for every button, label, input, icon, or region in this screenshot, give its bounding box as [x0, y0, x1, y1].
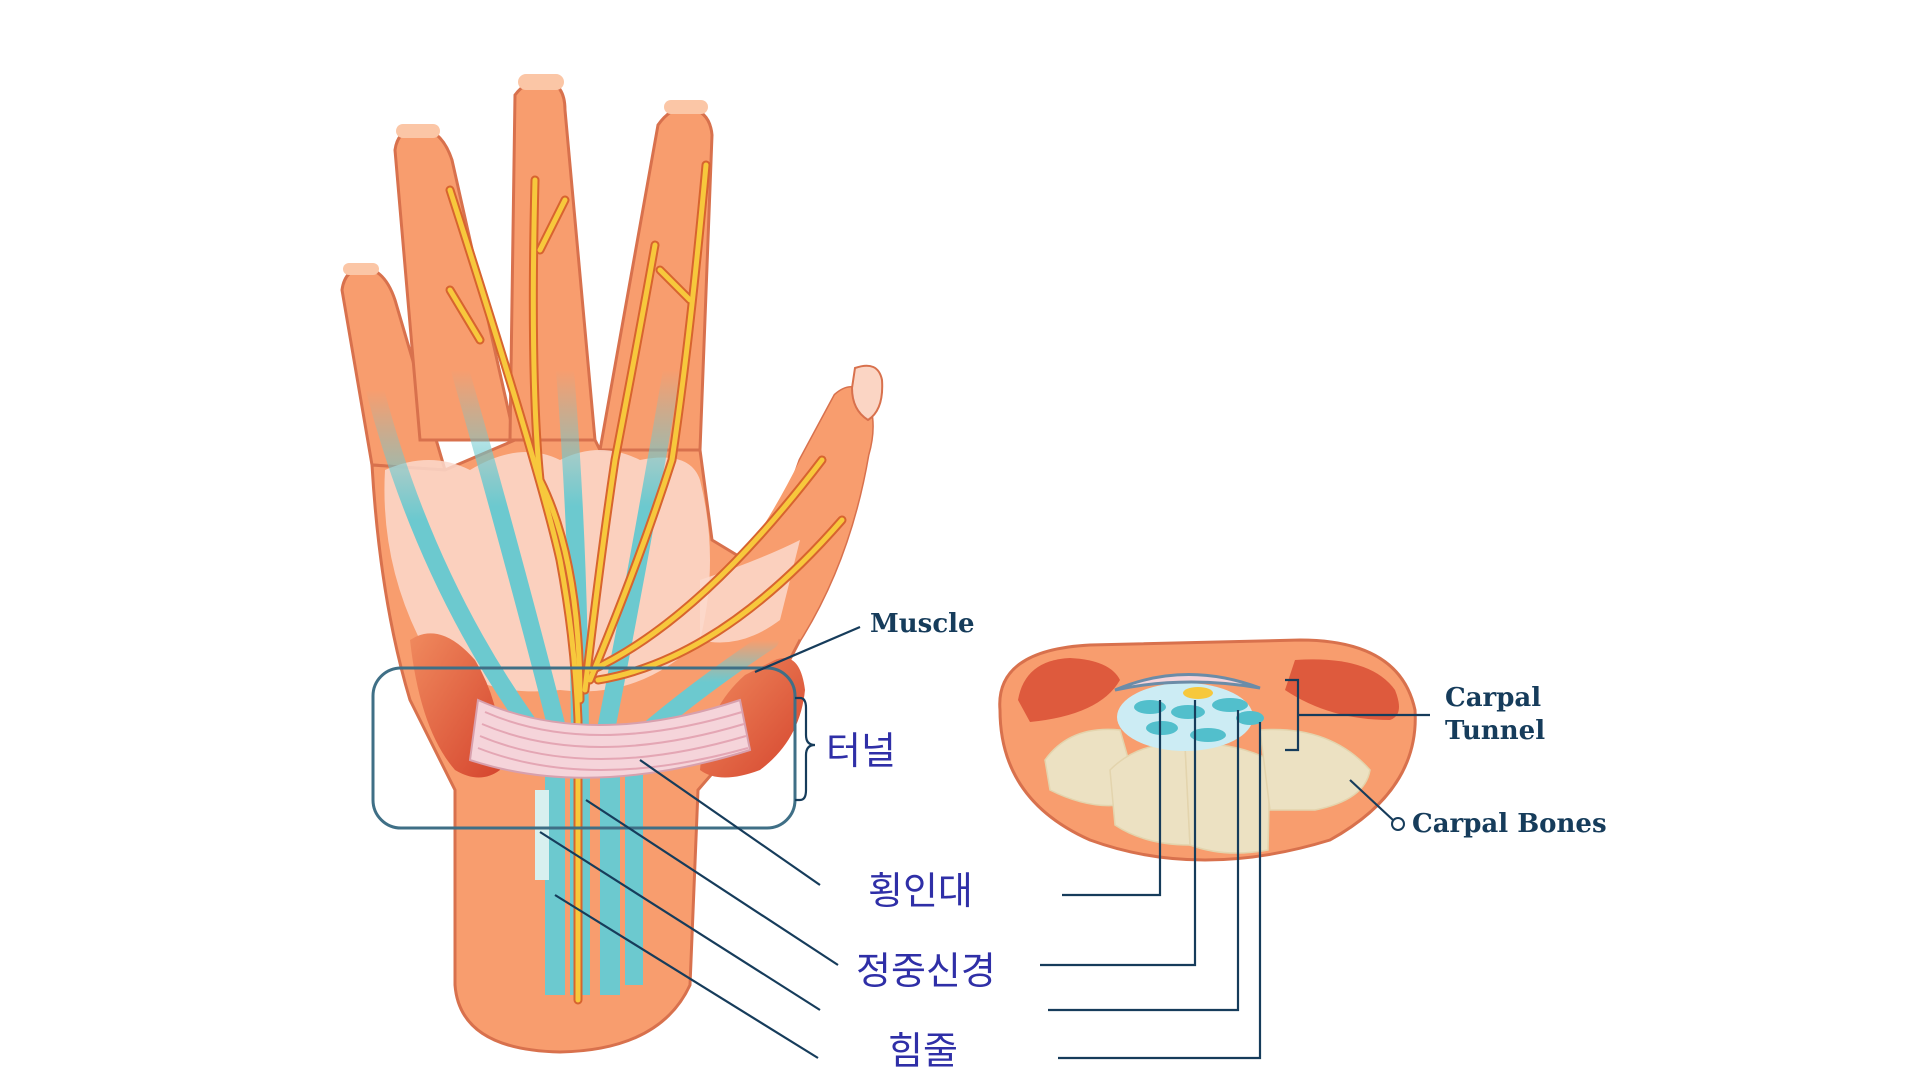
leader-nerve-hand	[585, 799, 839, 966]
leader-nerve-section	[1040, 700, 1197, 967]
label-muscle: Muscle	[870, 609, 975, 639]
nail-ring	[396, 124, 440, 138]
middle-finger	[508, 78, 597, 442]
thumb-nail	[850, 364, 884, 422]
nail-middle	[518, 74, 564, 90]
leader-tendon-section-1	[1048, 710, 1240, 1012]
leader-muscle	[754, 625, 861, 674]
cross-section-muscle-right	[1285, 659, 1399, 720]
label-median-nerve: 정중신경	[856, 949, 996, 993]
cross-section-median-nerve	[1183, 687, 1213, 699]
thumb-pale-area	[700, 540, 800, 643]
carpal-bones-shapes	[1044, 728, 1371, 854]
label-tendon: 힘줄	[888, 1029, 958, 1073]
nail-index	[664, 100, 708, 114]
cross-section-ligament	[1114, 673, 1261, 692]
transverse-ligament	[468, 698, 752, 779]
leader-carpal-bones	[1349, 779, 1394, 821]
leader-tendon-section-2	[1058, 722, 1262, 1060]
leader-tendon-hand-1	[539, 831, 821, 1011]
carpal-bones-marker	[1391, 817, 1405, 831]
label-transverse-ligament: 횡인대	[868, 869, 973, 913]
cross-section-muscle-left	[1018, 658, 1120, 722]
nail-little	[343, 263, 379, 275]
tunnel-highlight-box	[371, 666, 797, 830]
label-carpal-bones: Carpal Bones	[1412, 809, 1607, 839]
leader-ligament-section	[1062, 700, 1162, 897]
tunnel-bracket	[795, 696, 816, 802]
leader-lines	[539, 625, 1430, 1060]
hand-illustration	[340, 74, 884, 1054]
leader-ligament-hand	[639, 759, 821, 886]
wrist-cross-section	[998, 638, 1417, 862]
leader-tendon-hand-2	[554, 894, 819, 1059]
label-tunnel: 터널	[826, 729, 896, 773]
cross-section-tendons	[1134, 698, 1264, 742]
label-carpal-tunnel: Carpal Tunnel	[1445, 683, 1546, 746]
